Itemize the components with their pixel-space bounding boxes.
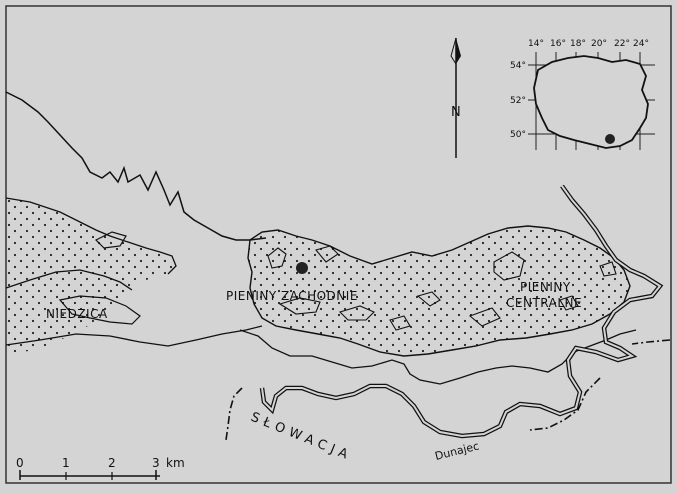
label-slowacja: SŁOWACJA — [249, 410, 355, 464]
outcrop-9 — [559, 295, 579, 311]
niedzica-inner-contour — [58, 295, 141, 325]
inset-lon-tick: 24° — [633, 39, 649, 49]
inset-lon-tick: 14° — [528, 39, 544, 49]
scale-unit: km — [166, 456, 185, 470]
label-pieniny-centralne-1: PIENINY — [520, 280, 571, 294]
inset-lat-tick: 54° — [510, 61, 526, 71]
inset-lon-tick: 22° — [614, 39, 630, 49]
label-niedzica: NIEDZICA — [46, 307, 108, 321]
dunajec-river-inner — [261, 185, 662, 438]
inset-map-poland: 14° 16° 18° 20° 22° 24° 54° 52° 50° — [510, 39, 655, 150]
outcrop-10 — [599, 261, 617, 277]
niedzica-dotted-zone — [6, 198, 176, 354]
niedzica-upper-outline — [5, 197, 177, 275]
outcrop-7 — [468, 307, 501, 327]
inset-lon-tick: 16° — [550, 39, 566, 49]
inset-lon-tick: 18° — [570, 39, 586, 49]
scale-tick: 1 — [62, 456, 70, 470]
inset-lat-tick: 50° — [510, 130, 526, 140]
reservoir-shore-west — [5, 325, 263, 347]
inset-lon-tick: 20° — [591, 39, 607, 49]
label-pieniny-centralne-2: CENTRALNE — [506, 296, 582, 310]
inset-lat-tick: 52° — [510, 96, 526, 106]
label-dunajec: Dunajec — [434, 439, 481, 463]
label-pieniny-zachodnie: PIENINY ZACHODNIE — [226, 289, 358, 303]
north-arrow: N — [450, 37, 461, 158]
small-hill-west — [94, 231, 127, 249]
niedzica-lower-outline — [5, 269, 133, 291]
outcrop-8 — [493, 251, 525, 281]
poland-outline — [533, 55, 649, 149]
state-border — [225, 339, 671, 441]
scale-tick: 2 — [108, 456, 116, 470]
outcrop-2 — [315, 245, 339, 263]
outcrop-1 — [267, 247, 287, 269]
scale-tick: 3 — [152, 456, 160, 470]
pieniny-dotted-massif — [247, 225, 631, 357]
north-label: N — [451, 105, 461, 120]
outcrop-3 — [278, 297, 321, 315]
scale-bar: 0 1 2 3 km — [16, 456, 185, 480]
scale-tick: 0 — [16, 456, 24, 470]
outcrop-4 — [338, 305, 375, 321]
outcrop-6 — [389, 315, 411, 331]
study-site-marker — [296, 262, 308, 274]
outcrop-5 — [416, 291, 441, 307]
inset-site-marker — [605, 134, 615, 144]
upper-contour-line — [5, 91, 267, 241]
